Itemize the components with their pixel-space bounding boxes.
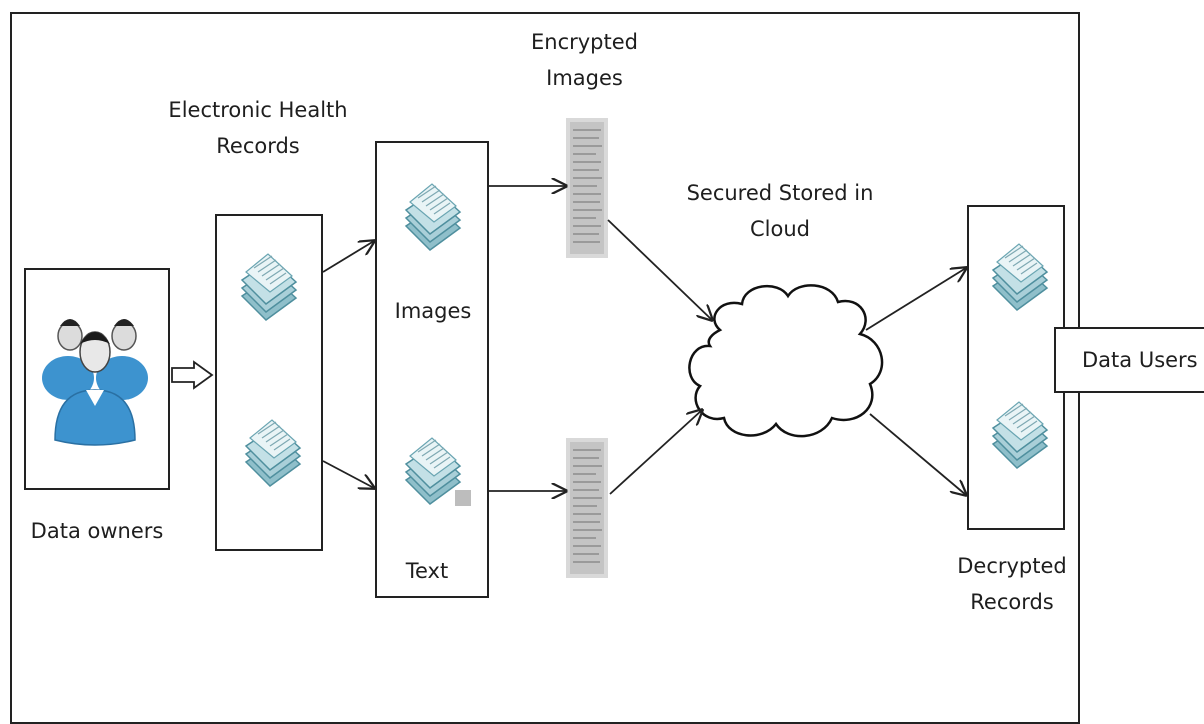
decrypted-label: Decrypted Records: [942, 548, 1082, 620]
decrypted-box: [967, 205, 1065, 530]
images-label: Images: [394, 299, 472, 323]
document-stack-icon: [992, 401, 1048, 469]
connector-arrows: [322, 186, 966, 495]
document-stack-icon: [992, 243, 1048, 311]
images-text-box: [375, 141, 489, 598]
decrypted-label-line1: Decrypted: [957, 554, 1067, 578]
encrypted-label-line1: Encrypted: [531, 30, 638, 54]
hollow-arrow: [171, 360, 214, 390]
data-users-box: [1054, 327, 1204, 393]
cloud-label: Secured Stored in Cloud: [670, 175, 890, 247]
encrypted-file-icon: [565, 117, 609, 259]
encrypted-label-line2: Images: [546, 66, 623, 90]
cloud-icon: [688, 284, 884, 438]
ehr-label-line1: Electronic Health: [168, 98, 348, 122]
document-stack-icon: [245, 419, 301, 487]
encrypted-file-icon: [565, 437, 609, 579]
document-stack-icon: [405, 437, 461, 505]
text-snippet-icon: [455, 490, 471, 506]
encrypted-label: Encrypted Images: [512, 24, 657, 96]
decrypted-label-line2: Records: [970, 590, 1054, 614]
data-users-label: Data Users: [1082, 348, 1198, 372]
user-group-icon: [42, 319, 148, 446]
ehr-label-line2: Records: [216, 134, 300, 158]
cloud-label-line2: Cloud: [750, 217, 810, 241]
cloud-label-line1: Secured Stored in: [686, 181, 874, 205]
document-stack-icon: [405, 183, 461, 251]
document-stack-icon: [241, 253, 297, 321]
ehr-label: Electronic Health Records: [148, 92, 368, 164]
data-owners-label: Data owners: [30, 519, 164, 543]
text-label: Text: [405, 559, 449, 583]
